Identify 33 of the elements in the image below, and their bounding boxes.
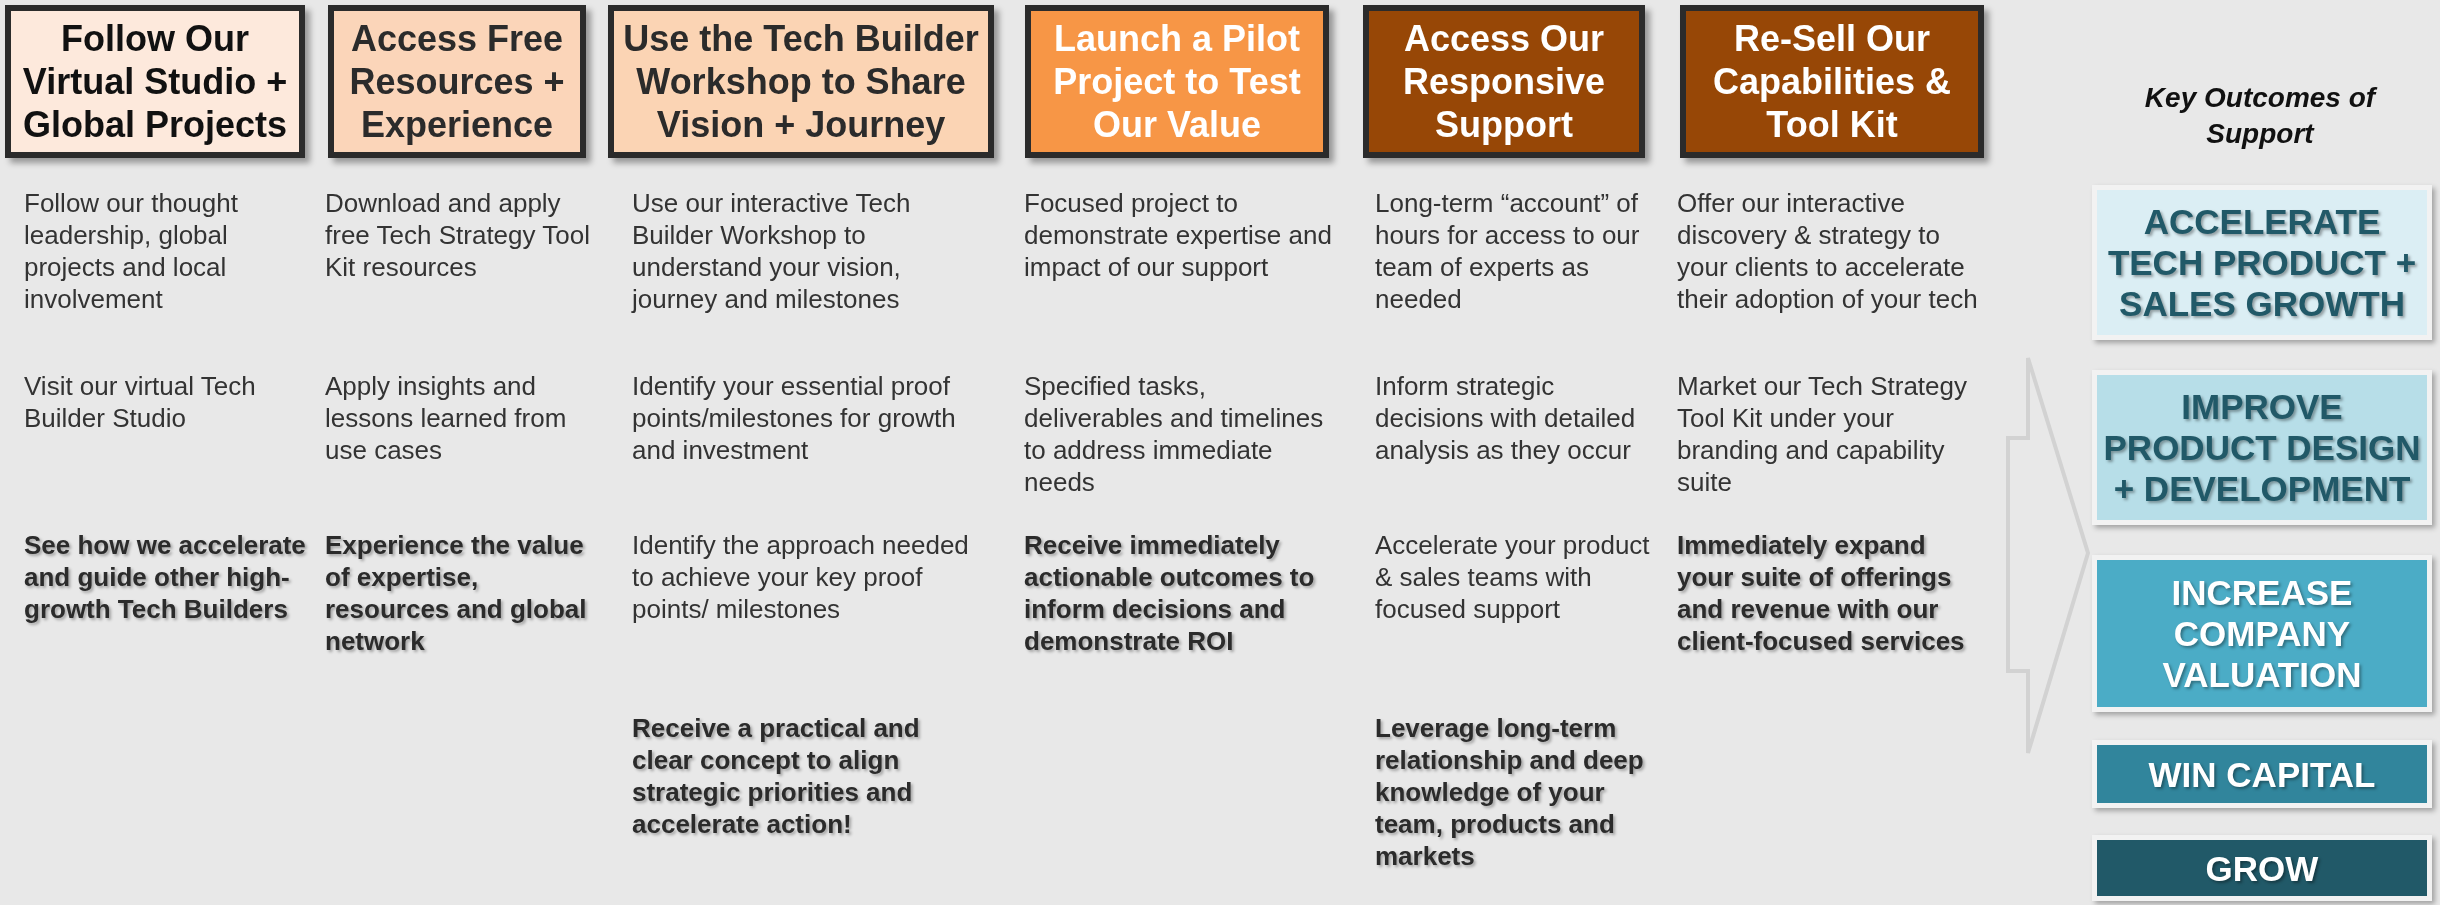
block-arrow <box>2006 356 2091 755</box>
step-header-box: Launch a Pilot Project to Test Our Value <box>1025 5 1329 158</box>
step-header-box: Access Free Resources + Experience <box>328 5 586 158</box>
outcome-statement: See how we accelerate and guide other high-growth Tech Builders <box>24 529 307 625</box>
description-text: Identify the approach needed to achieve your key proof points/ milestones <box>632 529 970 625</box>
outcome-box: GROW <box>2092 835 2432 901</box>
step-header-box: Follow Our Virtual Studio + Global Projects <box>5 5 305 158</box>
outcome-statement: Experience the value of expertise, resources and global network <box>325 529 588 657</box>
description-text: Download and apply free Tech Strategy Tool Kit resources <box>325 187 591 283</box>
step-header-box: Use the Tech Builder Workshop to Share Vision + Journey <box>608 5 994 158</box>
description-text: Visit our virtual Tech Builder Studio <box>24 370 257 434</box>
step-header-box: Re-Sell Our Capabilities & Tool Kit <box>1680 5 1984 158</box>
description-text: Offer our interactive discovery & strategy to your clients to accelerate their adoption of your tech <box>1677 187 1979 315</box>
description-text: Accelerate your product & sales teams with focused support <box>1375 529 1651 625</box>
description-text: Apply insights and lessons learned from use cases <box>325 370 568 466</box>
description-text: Use our interactive Tech Builder Workshop to understand your vision, journey and milestones <box>632 187 912 315</box>
description-text: Identify your essential proof points/milestones for growth and investment <box>632 370 957 466</box>
outcome-statement: Receive a practical and clear concept to align strategic priorities and accelerate action! <box>632 712 921 840</box>
description-text: Market our Tech Strategy Tool Kit under your branding and capability suite <box>1677 370 1968 498</box>
outcome-statement: Immediately expand your suite of offerings and revenue with our client-focused services <box>1677 529 1966 657</box>
outcome-statement: Leverage long-term relationship and deep knowledge of your team, products and markets <box>1375 712 1645 872</box>
outcome-box: INCREASE COMPANY VALUATION <box>2092 555 2432 712</box>
section-heading: Key Outcomes of Support <box>2143 81 2379 151</box>
description-text: Inform strategic decisions with detailed analysis as they occur <box>1375 370 1637 466</box>
description-text: Specified tasks, deliverables and timelines to address immediate needs <box>1024 370 1325 498</box>
outcome-box: IMPROVE PRODUCT DESIGN + DEVELOPMENT <box>2092 370 2432 525</box>
outcome-box: WIN CAPITAL <box>2092 740 2432 808</box>
step-header-box: Access Our Responsive Support <box>1363 5 1645 158</box>
description-text: Long-term “account” of hours for access to our team of experts as needed <box>1375 187 1641 315</box>
description-text: Follow our thought leadership, global projects and local involvement <box>24 187 239 315</box>
outcome-box: ACCELERATE TECH PRODUCT + SALES GROWTH <box>2092 185 2432 340</box>
description-text: Focused project to demonstrate expertise and impact of our support <box>1024 187 1333 283</box>
outcome-statement: Receive immediately actionable outcomes to inform decisions and demonstrate ROI <box>1024 529 1316 657</box>
